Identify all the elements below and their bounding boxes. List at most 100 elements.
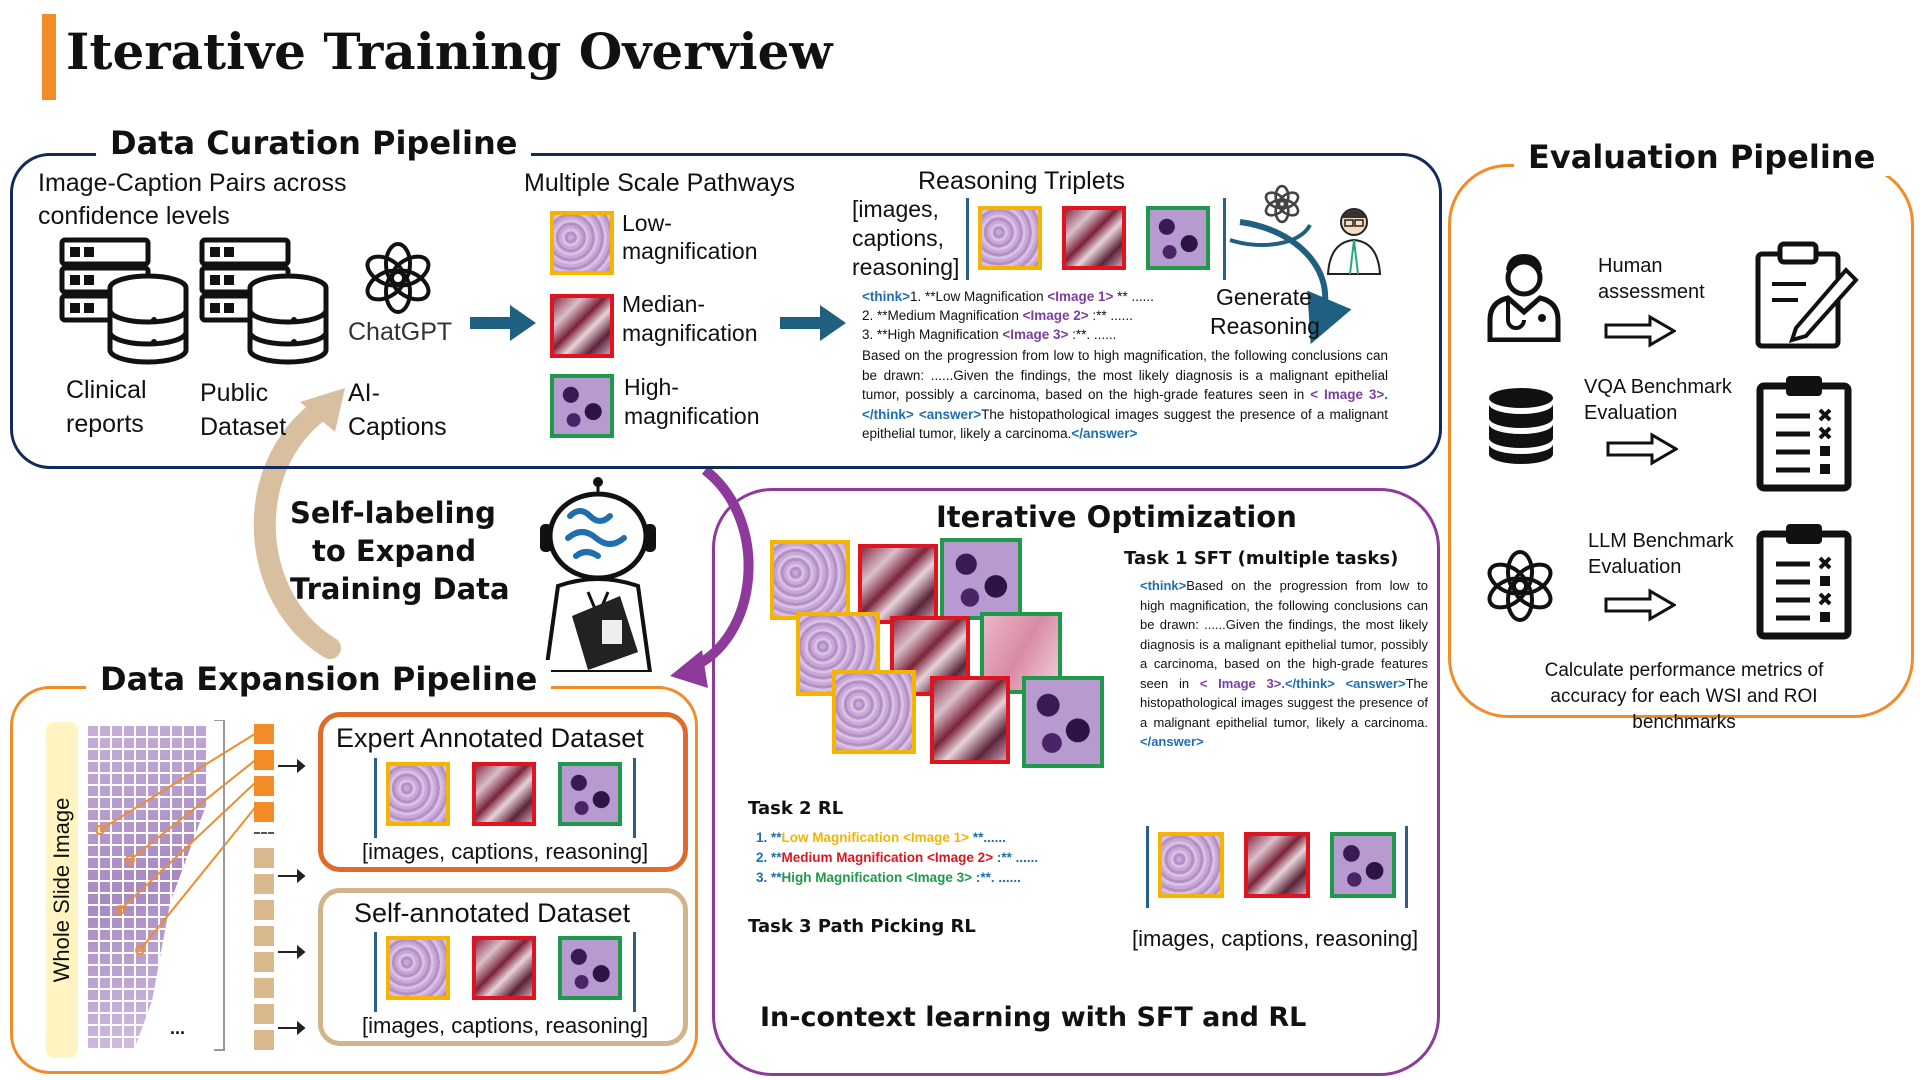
- vqa-label-line2: Evaluation: [1584, 402, 1678, 424]
- wsi-label-bar: [46, 722, 78, 1058]
- rl-line1: 1. **Low Magnification <Image 1> **.....…: [756, 830, 1006, 845]
- chatgpt-logo-icon: [1264, 184, 1300, 224]
- image-ref: < Image 3>: [1310, 387, 1385, 402]
- cascade-tile: [930, 676, 1010, 764]
- med-mag-label-line2: magnification: [622, 320, 758, 346]
- scale-pathways-heading: Multiple Scale Pathways: [524, 169, 795, 197]
- reasoning-line1: <think>1. **Low Magnification <Image 1> …: [862, 289, 1154, 304]
- human-label-line1: Human: [1598, 255, 1663, 277]
- reasoning-text: ** ......: [1113, 289, 1154, 304]
- low-mag-label-line2: magnification: [622, 238, 758, 264]
- chatgpt-label: ChatGPT: [348, 318, 453, 346]
- flow-arrow-icon: [470, 305, 536, 341]
- ai-captions-line2: Captions: [348, 413, 447, 441]
- metrics-line3: benchmarks: [1632, 712, 1736, 733]
- reasoning-text: 1. **Low Magnification: [910, 289, 1048, 304]
- clinician-icon: [1487, 254, 1561, 342]
- metrics-line1: Calculate performance metrics of: [1544, 660, 1824, 681]
- evaluation-title: Evaluation Pipeline: [1514, 138, 1890, 176]
- rl-line2: 2. **Medium Magnification <Image 2> :** …: [756, 850, 1038, 865]
- rl-line3: 3. **High Magnification <Image 3> :**. .…: [756, 870, 1021, 885]
- robot-doctor-icon: [540, 477, 656, 672]
- expert-med-tile: [472, 762, 536, 826]
- rl-prefix: 2. **: [756, 850, 782, 865]
- rl-prefix: 3. **: [756, 870, 782, 885]
- low-magnification-tile: [550, 211, 614, 275]
- generate-reasoning-arrow: [1239, 219, 1352, 345]
- think-tag: <think>: [1140, 578, 1187, 593]
- opt-triplet-caption: [images, captions, reasoning]: [1132, 926, 1419, 951]
- page-title: Iterative Training Overview: [66, 22, 833, 81]
- ai-captions-line1: AI-: [348, 379, 380, 407]
- reasoning-text: 2. **Medium Magnification: [862, 308, 1023, 323]
- outline-arrow-icon: [1604, 314, 1676, 348]
- cascade-tile: [940, 538, 1022, 620]
- triplet-low-tile: [978, 206, 1042, 270]
- clinical-label-line2: reports: [66, 410, 144, 438]
- metrics-line2: accuracy for each WSI and ROI: [1550, 686, 1818, 707]
- clinical-label-line1: Clinical: [66, 376, 147, 404]
- data-expansion-title: Data Expansion Pipeline: [86, 660, 552, 698]
- chatgpt-logo-icon: [365, 242, 431, 314]
- rl-suffix: :**. ......: [972, 870, 1021, 885]
- public-label-line2: Dataset: [200, 413, 287, 441]
- title-accent-bar: [42, 14, 56, 100]
- database-icon: [1489, 388, 1553, 464]
- opt-low-tile: [1158, 832, 1224, 898]
- self-annotated-title: Self-annotated Dataset: [354, 898, 631, 928]
- reasoning-paragraph: Based on the progression from low to hig…: [862, 346, 1388, 444]
- task3-label: Task 3 Path Picking RL: [748, 916, 976, 937]
- checklist-clipboard-icon: [1756, 376, 1852, 492]
- answer-tag: <answer>: [913, 406, 982, 422]
- self-triplet-caption: [images, captions, reasoning]: [362, 1013, 649, 1038]
- vqa-label-line1: VQA Benchmark: [1584, 376, 1732, 398]
- flow-arrow-icon: [780, 305, 846, 341]
- answer-close-tag: </answer>: [1140, 734, 1204, 749]
- expert-annotated-title: Expert Annotated Dataset: [336, 723, 644, 753]
- iterative-optimization-title: Iterative Optimization: [936, 500, 1297, 534]
- outline-arrow-icon: [1604, 588, 1676, 622]
- wsi-ellipsis: ...: [170, 1018, 186, 1038]
- triplets-label-line1: [images,: [852, 196, 939, 222]
- high-magnification-tile: [550, 374, 614, 438]
- outline-arrow-icon: [1606, 432, 1678, 466]
- pairs-heading-line1: Image-Caption Pairs across: [38, 169, 347, 197]
- patch-link-lines: [95, 720, 259, 1051]
- task2-label: Task 2 RL: [748, 798, 844, 819]
- doctor-icon: [1326, 208, 1382, 275]
- rl-suffix: **......: [969, 830, 1006, 845]
- opt-high-tile: [1330, 832, 1396, 898]
- rl-prefix: 1. **: [756, 830, 782, 845]
- triplet-bracket: [966, 198, 1226, 280]
- answer-close-tag: </answer>: [1071, 426, 1138, 441]
- pairs-heading-line2: confidence levels: [38, 202, 230, 230]
- image-ref: <Image 2>: [1022, 308, 1089, 323]
- clipboard-pencil-icon: [1755, 241, 1859, 349]
- llm-label-line2: Evaluation: [1588, 556, 1682, 578]
- llm-label-line1: LLM Benchmark: [1588, 530, 1734, 552]
- rl-high: High Magnification <Image 3>: [781, 870, 973, 885]
- med-mag-label-line1: Median-: [622, 291, 706, 317]
- expert-low-tile: [386, 762, 450, 826]
- cascade-tile: [832, 670, 916, 754]
- triplet-high-tile: [1146, 206, 1210, 270]
- image-ref: <Image 1>: [1047, 289, 1114, 304]
- patch-column: [254, 724, 274, 1060]
- opt-med-tile: [1244, 832, 1310, 898]
- task1-text: Based on the progression from low to hig…: [1140, 578, 1428, 691]
- image-ref: < Image 3>: [1199, 675, 1282, 691]
- task1-paragraph: <think>Based on the progression from low…: [1140, 576, 1428, 752]
- opt-triplet-bracket: [1146, 826, 1408, 908]
- expert-triplet-caption: [images, captions, reasoning]: [362, 839, 649, 864]
- expert-triplet-bracket: [374, 758, 636, 838]
- human-label-line2: assessment: [1598, 281, 1705, 303]
- think-close-tag: .</think>: [862, 387, 1389, 422]
- chatgpt-logo-icon: [1487, 550, 1553, 622]
- self-labeling-arrow: [253, 399, 341, 659]
- cascade-tile: [770, 540, 850, 620]
- think-tag: <think>: [862, 289, 911, 304]
- self-labeling-line2: to Expand: [312, 534, 477, 568]
- iterative-optimization-panel: [712, 488, 1440, 1076]
- high-mag-label-line1: High-: [624, 374, 679, 400]
- reasoning-line2: 2. **Medium Magnification <Image 2> :** …: [862, 308, 1133, 323]
